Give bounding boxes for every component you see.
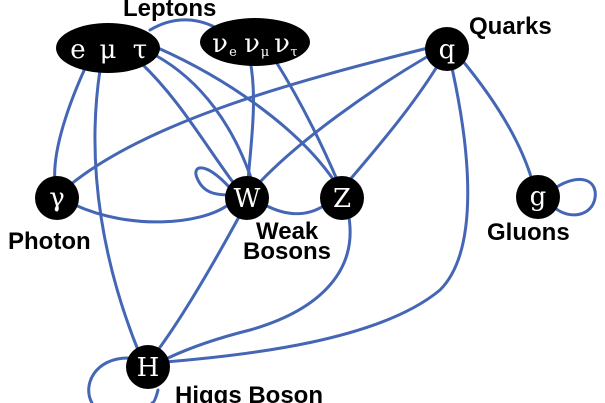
lepton-symbol-tau: τ [133,35,147,65]
label-leptons: Leptons [123,0,216,22]
edge-quark-photon [68,46,430,187]
edge-neutrinos-z [273,58,340,184]
edge-quark-gluon [460,58,534,182]
label-gluons: Gluons [487,219,570,246]
edge-leptons-photon [53,60,90,184]
neutrino-symbol-mu: ν [244,29,260,59]
node-neutrinos: ν e ν μ ν τ [200,18,310,66]
photon-symbol: γ [49,183,65,213]
edge-z-higgs [166,210,352,360]
node-z-boson: Z [320,176,364,220]
label-photon: Photon [8,228,91,255]
edge-gluon-self-loop [553,177,597,217]
lepton-symbol-e: e [70,35,85,65]
quark-symbol: q [439,35,456,65]
node-higgs: H [126,345,170,389]
node-charged-leptons: e μ τ [56,23,160,73]
lepton-symbol-mu: μ [100,35,117,65]
label-quarks: Quarks [469,13,552,40]
gluon-symbol: g [530,182,547,212]
node-w-boson: W [225,176,269,220]
w-boson-symbol: W [234,184,261,214]
edge-quark-z [346,63,440,184]
edge-neutrinos-w [246,58,255,184]
label-higgs: Higgs Boson [175,382,323,403]
edge-leptons-w-2 [153,53,257,192]
edge-w-higgs [156,213,242,352]
edges [53,18,597,403]
edge-quark-higgs [163,66,470,364]
neutrino-symbol-e: ν [212,29,228,59]
edge-leptons-higgs [93,68,142,357]
neutrino-subscript-tau: τ [290,45,297,60]
edge-w-self-loop [194,166,234,197]
neutrino-subscript-mu: μ [261,45,269,60]
edge-quark-w [258,53,432,184]
edge-photon-w [73,203,230,224]
node-quark: q [425,27,469,71]
node-gluon: g [516,175,560,219]
neutrino-subscript-e: e [229,45,237,60]
edge-w-z [263,203,327,216]
label-weak-line2: Bosons [243,238,331,265]
neutrino-symbol-tau: ν [274,29,290,59]
z-boson-symbol: Z [333,184,351,214]
edge-leptons-z [156,46,337,184]
node-photon: γ [35,176,79,220]
higgs-symbol: H [137,353,160,383]
edge-leptons-w-1 [138,60,237,187]
label-weak-line1: Weak [256,218,319,245]
